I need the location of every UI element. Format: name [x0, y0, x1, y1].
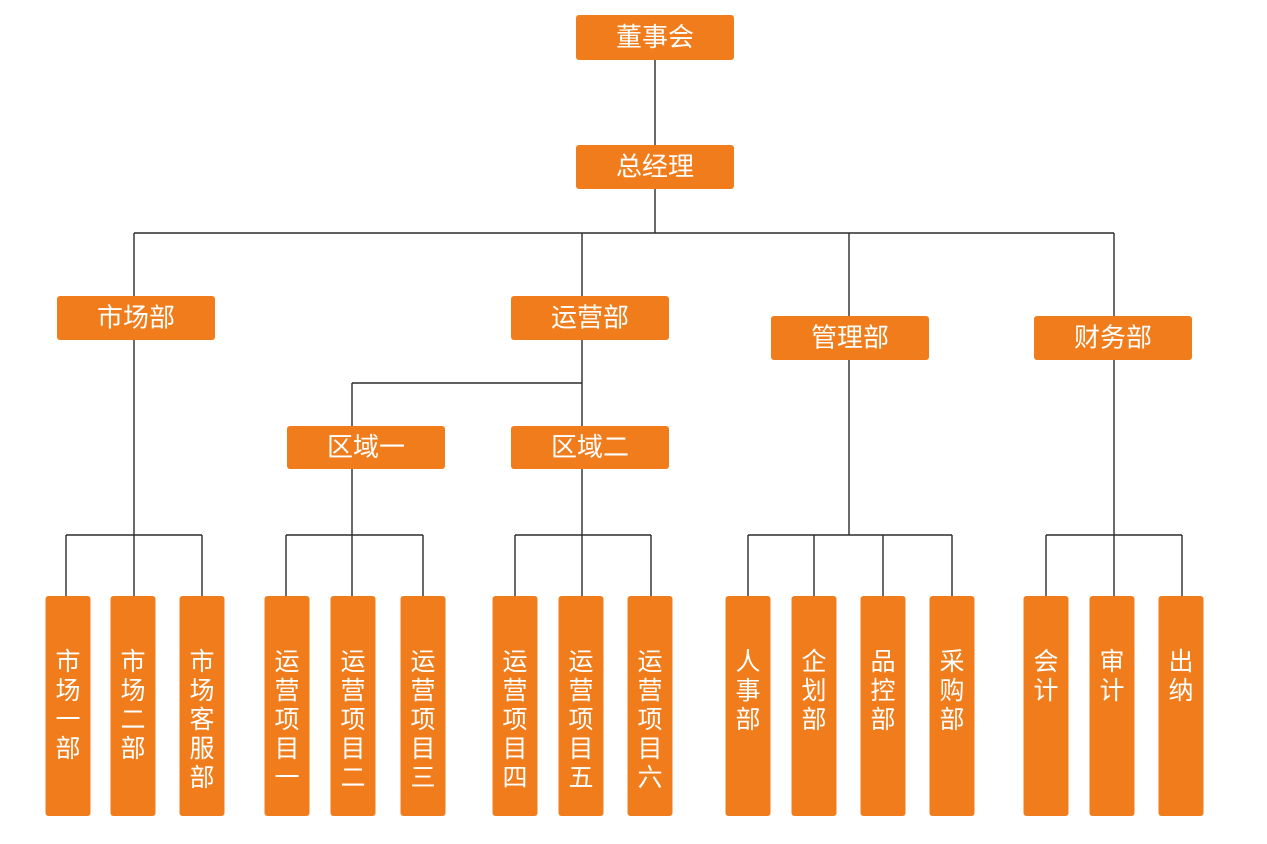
node-market-box [57, 296, 215, 340]
node-management-box [771, 316, 929, 360]
node-market-leaf-3-box [179, 596, 225, 816]
node-region2: 区域二 [511, 426, 669, 469]
node-region2-leaf-1-label: 运营项目四 [502, 647, 527, 792]
node-finance-label: 财务部 [1074, 324, 1152, 354]
node-region1-leaf-3-box [400, 596, 446, 816]
node-management-label: 管理部 [811, 324, 889, 354]
node-gm: 总经理 [576, 145, 734, 189]
node-management-leaf-1: 人事部 [725, 596, 771, 816]
node-region2-leaf-2-label: 运营项目五 [568, 647, 593, 792]
node-management: 管理部 [771, 316, 929, 360]
node-finance-leaf-1: 会计 [1023, 596, 1069, 816]
node-market-leaf-2-label: 市场二部 [120, 647, 145, 763]
node-management-leaf-4: 采购部 [929, 596, 975, 816]
node-region1-leaf-2: 运营项目二 [330, 596, 376, 816]
node-region1: 区域一 [287, 426, 445, 469]
node-market: 市场部 [57, 296, 215, 340]
node-region1-leaf-1-label: 运营项目一 [274, 647, 299, 792]
node-market-leaf-2: 市场二部 [110, 596, 156, 816]
node-region2-leaf-3-box [627, 596, 673, 816]
node-region2-leaf-1-box [492, 596, 538, 816]
node-region2-leaf-3-label: 运营项目六 [637, 647, 662, 792]
node-board-box [576, 15, 734, 60]
node-region1-box [287, 426, 445, 469]
node-region1-leaf-1: 运营项目一 [264, 596, 310, 816]
node-region1-leaf-1-box [264, 596, 310, 816]
node-market-leaf-3-label: 市场客服部 [189, 647, 214, 792]
node-management-leaf-2-box [791, 596, 837, 816]
node-region2-leaf-3: 运营项目六 [627, 596, 673, 816]
node-gm-box [576, 145, 734, 189]
node-management-leaf-1-label: 人事部 [735, 647, 760, 734]
node-region1-leaf-2-label: 运营项目二 [340, 647, 365, 792]
node-operations-label: 运营部 [551, 304, 629, 334]
node-finance-leaf-2-label: 审计 [1099, 647, 1124, 705]
node-region1-leaf-3: 运营项目三 [400, 596, 446, 816]
node-market-leaf-1: 市场一部 [45, 596, 91, 816]
connector-lines [65, 60, 1183, 596]
node-region2-leaf-1: 运营项目四 [492, 596, 538, 816]
node-finance-leaf-1-box [1023, 596, 1069, 816]
node-market-leaf-3: 市场客服部 [179, 596, 225, 816]
node-region2-box [511, 426, 669, 469]
node-finance-leaf-3-box [1158, 596, 1204, 816]
node-region1-leaf-3-label: 运营项目三 [410, 647, 435, 792]
node-management-leaf-3: 品控部 [860, 596, 906, 816]
node-board-label: 董事会 [616, 23, 694, 53]
node-board: 董事会 [576, 15, 734, 60]
node-market-leaf-2-box [110, 596, 156, 816]
node-management-leaf-2-label: 企划部 [801, 647, 826, 734]
node-management-leaf-1-box [725, 596, 771, 816]
node-region2-label: 区域二 [551, 433, 629, 463]
node-finance-leaf-1-label: 会计 [1033, 647, 1058, 705]
node-finance-box [1034, 316, 1192, 360]
node-region2-leaf-2: 运营项目五 [558, 596, 604, 816]
node-management-leaf-3-box [860, 596, 906, 816]
node-market-label: 市场部 [97, 304, 175, 334]
node-finance: 财务部 [1034, 316, 1192, 360]
node-finance-leaf-2: 审计 [1089, 596, 1135, 816]
node-region2-leaf-2-box [558, 596, 604, 816]
node-management-leaf-2: 企划部 [791, 596, 837, 816]
node-finance-leaf-2-box [1089, 596, 1135, 816]
node-gm-label: 总经理 [616, 153, 694, 183]
node-finance-leaf-3-label: 出纳 [1168, 647, 1193, 705]
node-region1-leaf-2-box [330, 596, 376, 816]
node-management-leaf-4-label: 采购部 [939, 647, 964, 734]
node-region1-label: 区域一 [327, 433, 405, 463]
node-market-leaf-1-label: 市场一部 [55, 647, 80, 763]
node-management-leaf-3-label: 品控部 [870, 647, 895, 734]
node-finance-leaf-3: 出纳 [1158, 596, 1204, 816]
node-operations: 运营部 [511, 296, 669, 340]
node-market-leaf-1-box [45, 596, 91, 816]
node-operations-box [511, 296, 669, 340]
node-management-leaf-4-box [929, 596, 975, 816]
